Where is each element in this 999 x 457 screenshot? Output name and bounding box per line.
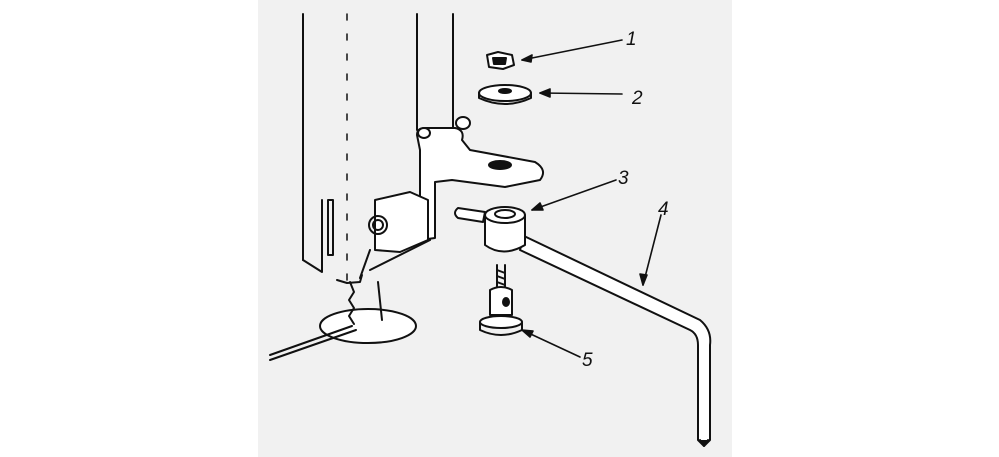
screw [479,264,523,336]
callout-4: 4 [658,199,669,220]
presser-foot [269,281,417,361]
callout-5: 5 [582,350,593,371]
arrow-4 [642,214,662,286]
nut [486,51,515,70]
arrow-2 [539,92,623,95]
arrow-3 [531,179,617,211]
bracket [359,116,545,279]
leader-arrows [521,39,662,358]
arrow-1 [521,39,623,61]
callout-1: 1 [626,29,637,50]
callout-2: 2 [631,88,643,109]
callout-3: 3 [618,168,629,189]
clamp-and-rod [454,206,712,447]
post [302,13,454,286]
washer [478,84,532,105]
